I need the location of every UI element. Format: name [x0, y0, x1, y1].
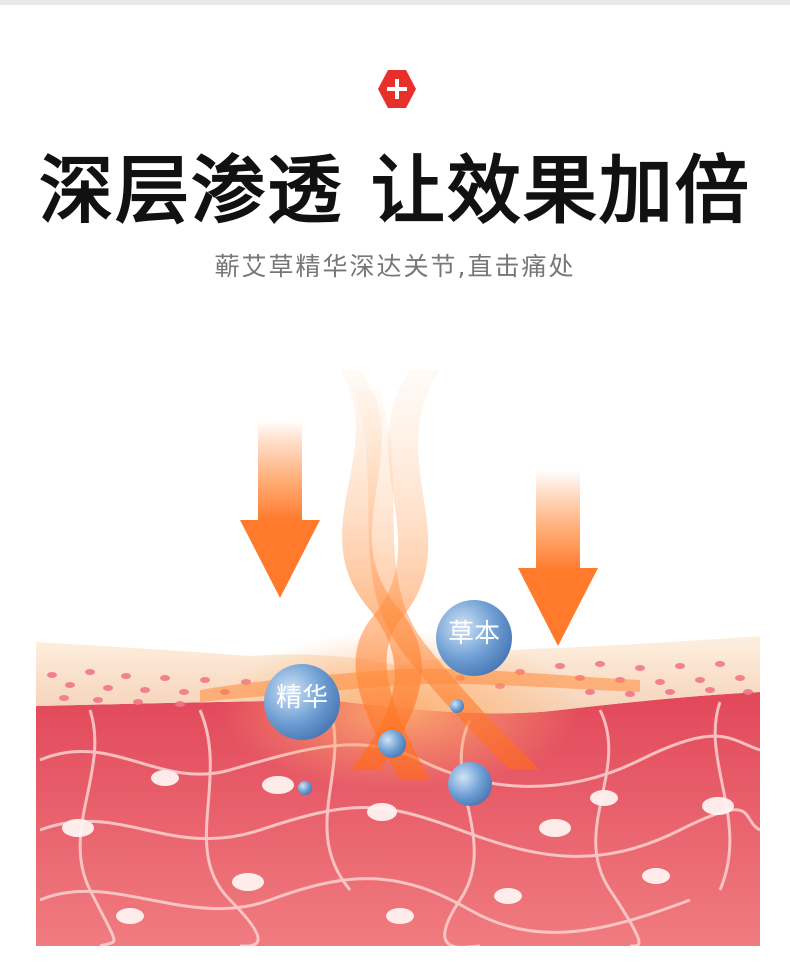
herb-label: 草本 [447, 619, 500, 649]
top-divider [0, 0, 790, 5]
essence-label: 精华 [275, 683, 328, 713]
subheadline: 蕲艾草精华深达关节,直击痛处 [214, 252, 576, 281]
skin-penetration-illustration: 精华 草本 [0, 330, 790, 967]
essence-molecule [264, 664, 340, 740]
right-down-arrow [518, 470, 598, 646]
molecule-bubble [378, 730, 406, 758]
skin-illustration [36, 370, 760, 946]
headline: 深层渗透 让效果加倍 [39, 148, 751, 234]
molecule-bubble [298, 781, 312, 795]
left-down-arrow [240, 420, 320, 598]
plus-icon [378, 70, 416, 108]
herb-molecule [436, 600, 512, 676]
molecule-bubble [450, 699, 464, 713]
dermis-layer [36, 692, 760, 946]
molecule-bubble [448, 762, 492, 806]
